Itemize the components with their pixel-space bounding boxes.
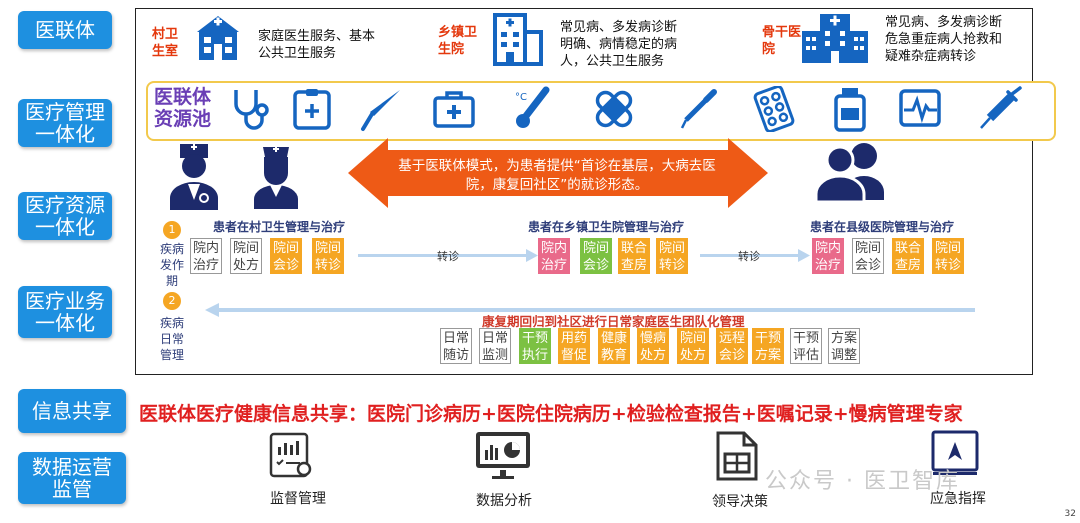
clinic-building-icon [492,12,544,70]
emergency-board-icon[interactable] [930,428,980,484]
nav-info-sharing[interactable]: 信息共享 [18,389,126,433]
rehab-cell-chronic-rx: 慢病 处方 [637,328,669,364]
rehab-cell-adjust: 方案 调整 [828,328,860,364]
watermark: 公众号 · 医卫智库 [765,469,960,494]
model-banner-text: 基于医联体模式，为患者提供“首诊在基层，大病去医院，康复回社区”的就诊形态。 [398,158,716,193]
pill-blister-icon [752,85,796,133]
nav-medical-alliance[interactable]: 医联体 [18,11,112,49]
rehab-cell-remote: 远程 会诊 [716,328,748,364]
referral-arrow-1 [358,246,538,270]
dashboard-chart-icon[interactable] [474,430,532,484]
rehab-cell-inter-rx: 院间 处方 [677,328,709,364]
county-cell-ward-round: 联合 查房 [892,238,924,274]
tool-label-supervision: 监督管理 [270,491,326,507]
nav-medical-business[interactable]: 医疗业务 一体化 [18,286,112,338]
spreadsheet-doc-icon[interactable] [714,430,760,486]
phase-2-badge: 2 [163,292,181,310]
institution-name-backbone: 骨干医 院 [762,25,802,57]
rehab-cell-monitoring: 日常 监测 [479,328,511,364]
doctor-icon [168,140,220,214]
rehab-cell-intervention: 干预 执行 [519,328,551,364]
institution-name-town: 乡镇卫 生院 [438,25,478,57]
referral-label-2: 转诊 [738,250,760,263]
model-banner-arrow [348,138,768,208]
institution-desc-backbone: 常见病、多发病诊断危急重症病人抢救和疑难杂症病转诊 [885,15,1003,64]
phase-2-label: 疾病 日常 管理 [159,316,184,362]
rehab-cell-evaluate: 干预 评估 [790,328,822,364]
town-cell-ward-round: 联合 查房 [618,238,650,274]
institution-name-village: 村卫 生室 [152,27,179,59]
institution-desc-town: 常见病、多发病诊断明确、病情稳定的病人，公共卫生服务 [560,20,678,69]
referral-arrow-2 [700,246,810,270]
info-sharing-text: 医联体医疗健康信息共享：医院门诊病历+医院住院病历+检验检查报告+医嘱记录+慢病… [139,403,963,425]
patients-icon [812,140,892,208]
county-cell-inhospital: 院内 治疗 [812,238,844,274]
resource-pool-label: 医联体 资源池 [154,86,212,130]
rehab-cell-followup: 日常 随访 [440,328,472,364]
county-cell-consult: 院间 会诊 [852,238,884,274]
page-number: 32 [1064,509,1076,519]
hospital-building-icon [195,14,241,66]
stethoscope-icon [228,86,272,132]
town-cell-referral: 院间 转诊 [656,238,688,274]
thermometer-icon: °C [512,86,556,132]
rehab-cell-medication: 用药 督促 [558,328,590,364]
village-cell-inhospital: 院内 治疗 [190,238,222,274]
dropper-icon [676,86,720,132]
nav-medical-resources[interactable]: 医疗资源 一体化 [18,192,112,240]
institution-desc-village: 家庭医生服务、基本公共卫生服务 [258,29,376,61]
report-check-icon[interactable] [268,431,314,483]
nav-data-operation[interactable]: 数据运营 监管 [18,452,126,504]
phase-1-label: 疾病 发作 期 [159,242,184,288]
town-cell-consult: 院间 会诊 [580,238,612,274]
rehab-cell-education: 健康 教育 [598,328,630,364]
nurse-icon [250,143,302,213]
village-cell-referral: 院间 转诊 [312,238,344,274]
large-hospital-icon [800,11,870,69]
medicine-bottle-icon [828,86,872,132]
tool-label-analysis: 数据分析 [476,493,532,509]
town-cell-inhospital: 院内 治疗 [538,238,570,274]
tool-label-command: 应急指挥 [930,491,986,507]
rehab-cell-plan: 干预 方案 [752,328,784,364]
syringe-icon [978,86,1022,132]
county-cell-referral: 院间 转诊 [932,238,964,274]
heart-monitor-icon [898,86,942,132]
bandage-icon [592,86,636,132]
phase-1-badge: 1 [163,221,181,239]
village-cell-prescription: 院间 处方 [230,238,262,274]
village-cell-consult: 院间 会诊 [270,238,302,274]
nav-medical-management[interactable]: 医疗管理 一体化 [18,99,112,147]
svg-text:°C: °C [515,92,527,103]
scalpel-icon [360,86,404,132]
stage-village: 患者在村卫生管理与治疗 [213,220,346,234]
rehab-title: 康复期回归到社区进行日常家庭医生团队化管理 [482,314,745,329]
referral-label-1: 转诊 [437,250,459,263]
stage-town: 患者在乡镇卫生院管理与治疗 [528,220,685,234]
first-aid-kit-icon [432,86,476,132]
medical-chart-icon [290,86,334,132]
tool-label-decision: 领导决策 [712,494,768,510]
rehab-return-arrow [205,300,975,324]
stage-county: 患者在县级医院管理与治疗 [810,220,955,234]
